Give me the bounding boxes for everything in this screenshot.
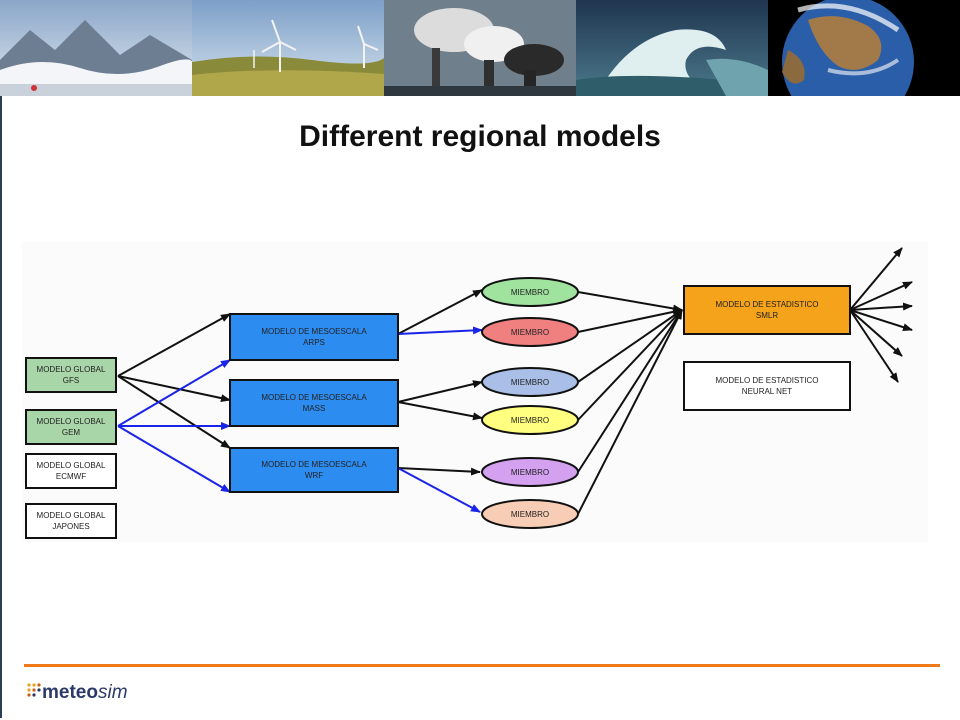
model-flow-diagram: MODELO GLOBAL GFS MODELO GLOBAL GEM MODE… (22, 242, 928, 542)
edge-gfs-wrf (117, 375, 231, 449)
svg-text:WRF: WRF (305, 471, 323, 480)
global-model-gfs: MODELO GLOBAL GFS (25, 357, 117, 393)
edge-gem-wrf (117, 425, 231, 493)
edge-m1-smlr (577, 291, 683, 313)
svg-text:MODELO DE MESOESCALA: MODELO DE MESOESCALA (261, 460, 367, 469)
smokestack-pollution-photo (384, 0, 576, 96)
global-model-gem: MODELO GLOBAL GEM (25, 409, 117, 445)
logo-dots-icon (27, 683, 41, 697)
member-node-3: MIEMBRO (481, 367, 579, 397)
svg-text:MIEMBRO: MIEMBRO (511, 510, 549, 519)
global-model-japones: MODELO GLOBAL JAPONES (25, 503, 117, 539)
edge-gfs-mass (117, 375, 231, 403)
svg-text:NEURAL NET: NEURAL NET (742, 387, 792, 396)
output-arrow-3 (849, 302, 913, 311)
svg-text:GEM: GEM (62, 428, 81, 437)
svg-text:MIEMBRO: MIEMBRO (511, 288, 549, 297)
edge-m5-smlr (577, 309, 683, 473)
output-arrow-1 (849, 247, 903, 311)
edge-arps-m2 (397, 326, 483, 335)
ocean-wave-photo (576, 0, 768, 96)
member-node-4: MIEMBRO (481, 405, 579, 435)
edge-gem-arps (117, 359, 231, 427)
stat-model-smlr: MODELO DE ESTADISTICO SMLR (683, 285, 851, 335)
wind-turbines-photo (192, 0, 384, 96)
edge-gfs-arps (117, 313, 231, 377)
svg-text:JAPONES: JAPONES (52, 522, 89, 531)
svg-text:MODELO GLOBAL: MODELO GLOBAL (37, 461, 106, 470)
edge-m6-smlr (577, 309, 683, 515)
member-node-5: MIEMBRO (481, 457, 579, 487)
member-node-1: MIEMBRO (481, 277, 579, 307)
svg-text:MASS: MASS (303, 404, 326, 413)
svg-text:MODELO DE MESOESCALA: MODELO DE MESOESCALA (261, 393, 367, 402)
output-arrow-2 (849, 281, 913, 311)
meso-model-mass: MODELO DE MESOESCALA MASS (229, 379, 399, 427)
svg-text:ECMWF: ECMWF (56, 472, 86, 481)
svg-text:MIEMBRO: MIEMBRO (511, 378, 549, 387)
meteosim-logo: meteosim (26, 676, 128, 710)
svg-text:SMLR: SMLR (756, 311, 778, 320)
edge-arps-m1 (397, 289, 483, 335)
meso-model-wrf: MODELO DE MESOESCALA WRF (229, 447, 399, 493)
output-arrow-5 (849, 309, 903, 357)
edge-m3-smlr (577, 309, 683, 383)
svg-text:MIEMBRO: MIEMBRO (511, 416, 549, 425)
svg-text:MODELO DE ESTADISTICO: MODELO DE ESTADISTICO (716, 300, 819, 309)
output-arrow-4 (849, 309, 913, 332)
global-model-ecmwf: MODELO GLOBAL ECMWF (25, 453, 117, 489)
edge-wrf-m6 (397, 467, 481, 513)
svg-text:MODELO DE ESTADISTICO: MODELO DE ESTADISTICO (716, 376, 819, 385)
footer-divider (24, 664, 940, 667)
edge-m2-smlr (577, 307, 683, 333)
svg-text:GFS: GFS (63, 376, 79, 385)
slide-title: Different regional models (299, 120, 661, 153)
earth-globe-photo (768, 0, 960, 96)
edge-mass-m4 (397, 401, 483, 421)
member-node-6: MIEMBRO (481, 499, 579, 529)
member-node-2: MIEMBRO (481, 317, 579, 347)
edge-mass-m3 (397, 380, 483, 403)
stat-model-neural-net: MODELO DE ESTADISTICO NEURAL NET (683, 361, 851, 411)
logo-wordmark: meteosim (42, 682, 128, 703)
output-arrow-6 (849, 309, 899, 383)
header-banner (0, 0, 960, 96)
svg-text:MODELO GLOBAL: MODELO GLOBAL (37, 511, 106, 520)
edge-wrf-m5 (397, 467, 481, 476)
svg-text:MODELO GLOBAL: MODELO GLOBAL (37, 417, 106, 426)
meso-model-arps: MODELO DE MESOESCALA ARPS (229, 313, 399, 361)
svg-text:ARPS: ARPS (303, 338, 325, 347)
svg-text:MIEMBRO: MIEMBRO (511, 328, 549, 337)
edge-m4-smlr (577, 309, 683, 421)
svg-text:MODELO DE MESOESCALA: MODELO DE MESOESCALA (261, 327, 367, 336)
svg-text:MODELO GLOBAL: MODELO GLOBAL (37, 365, 106, 374)
svg-text:MIEMBRO: MIEMBRO (511, 468, 549, 477)
diagram-canvas: MODELO GLOBAL GFS MODELO GLOBAL GEM MODE… (25, 247, 913, 539)
mountain-clouds-photo (0, 0, 192, 96)
